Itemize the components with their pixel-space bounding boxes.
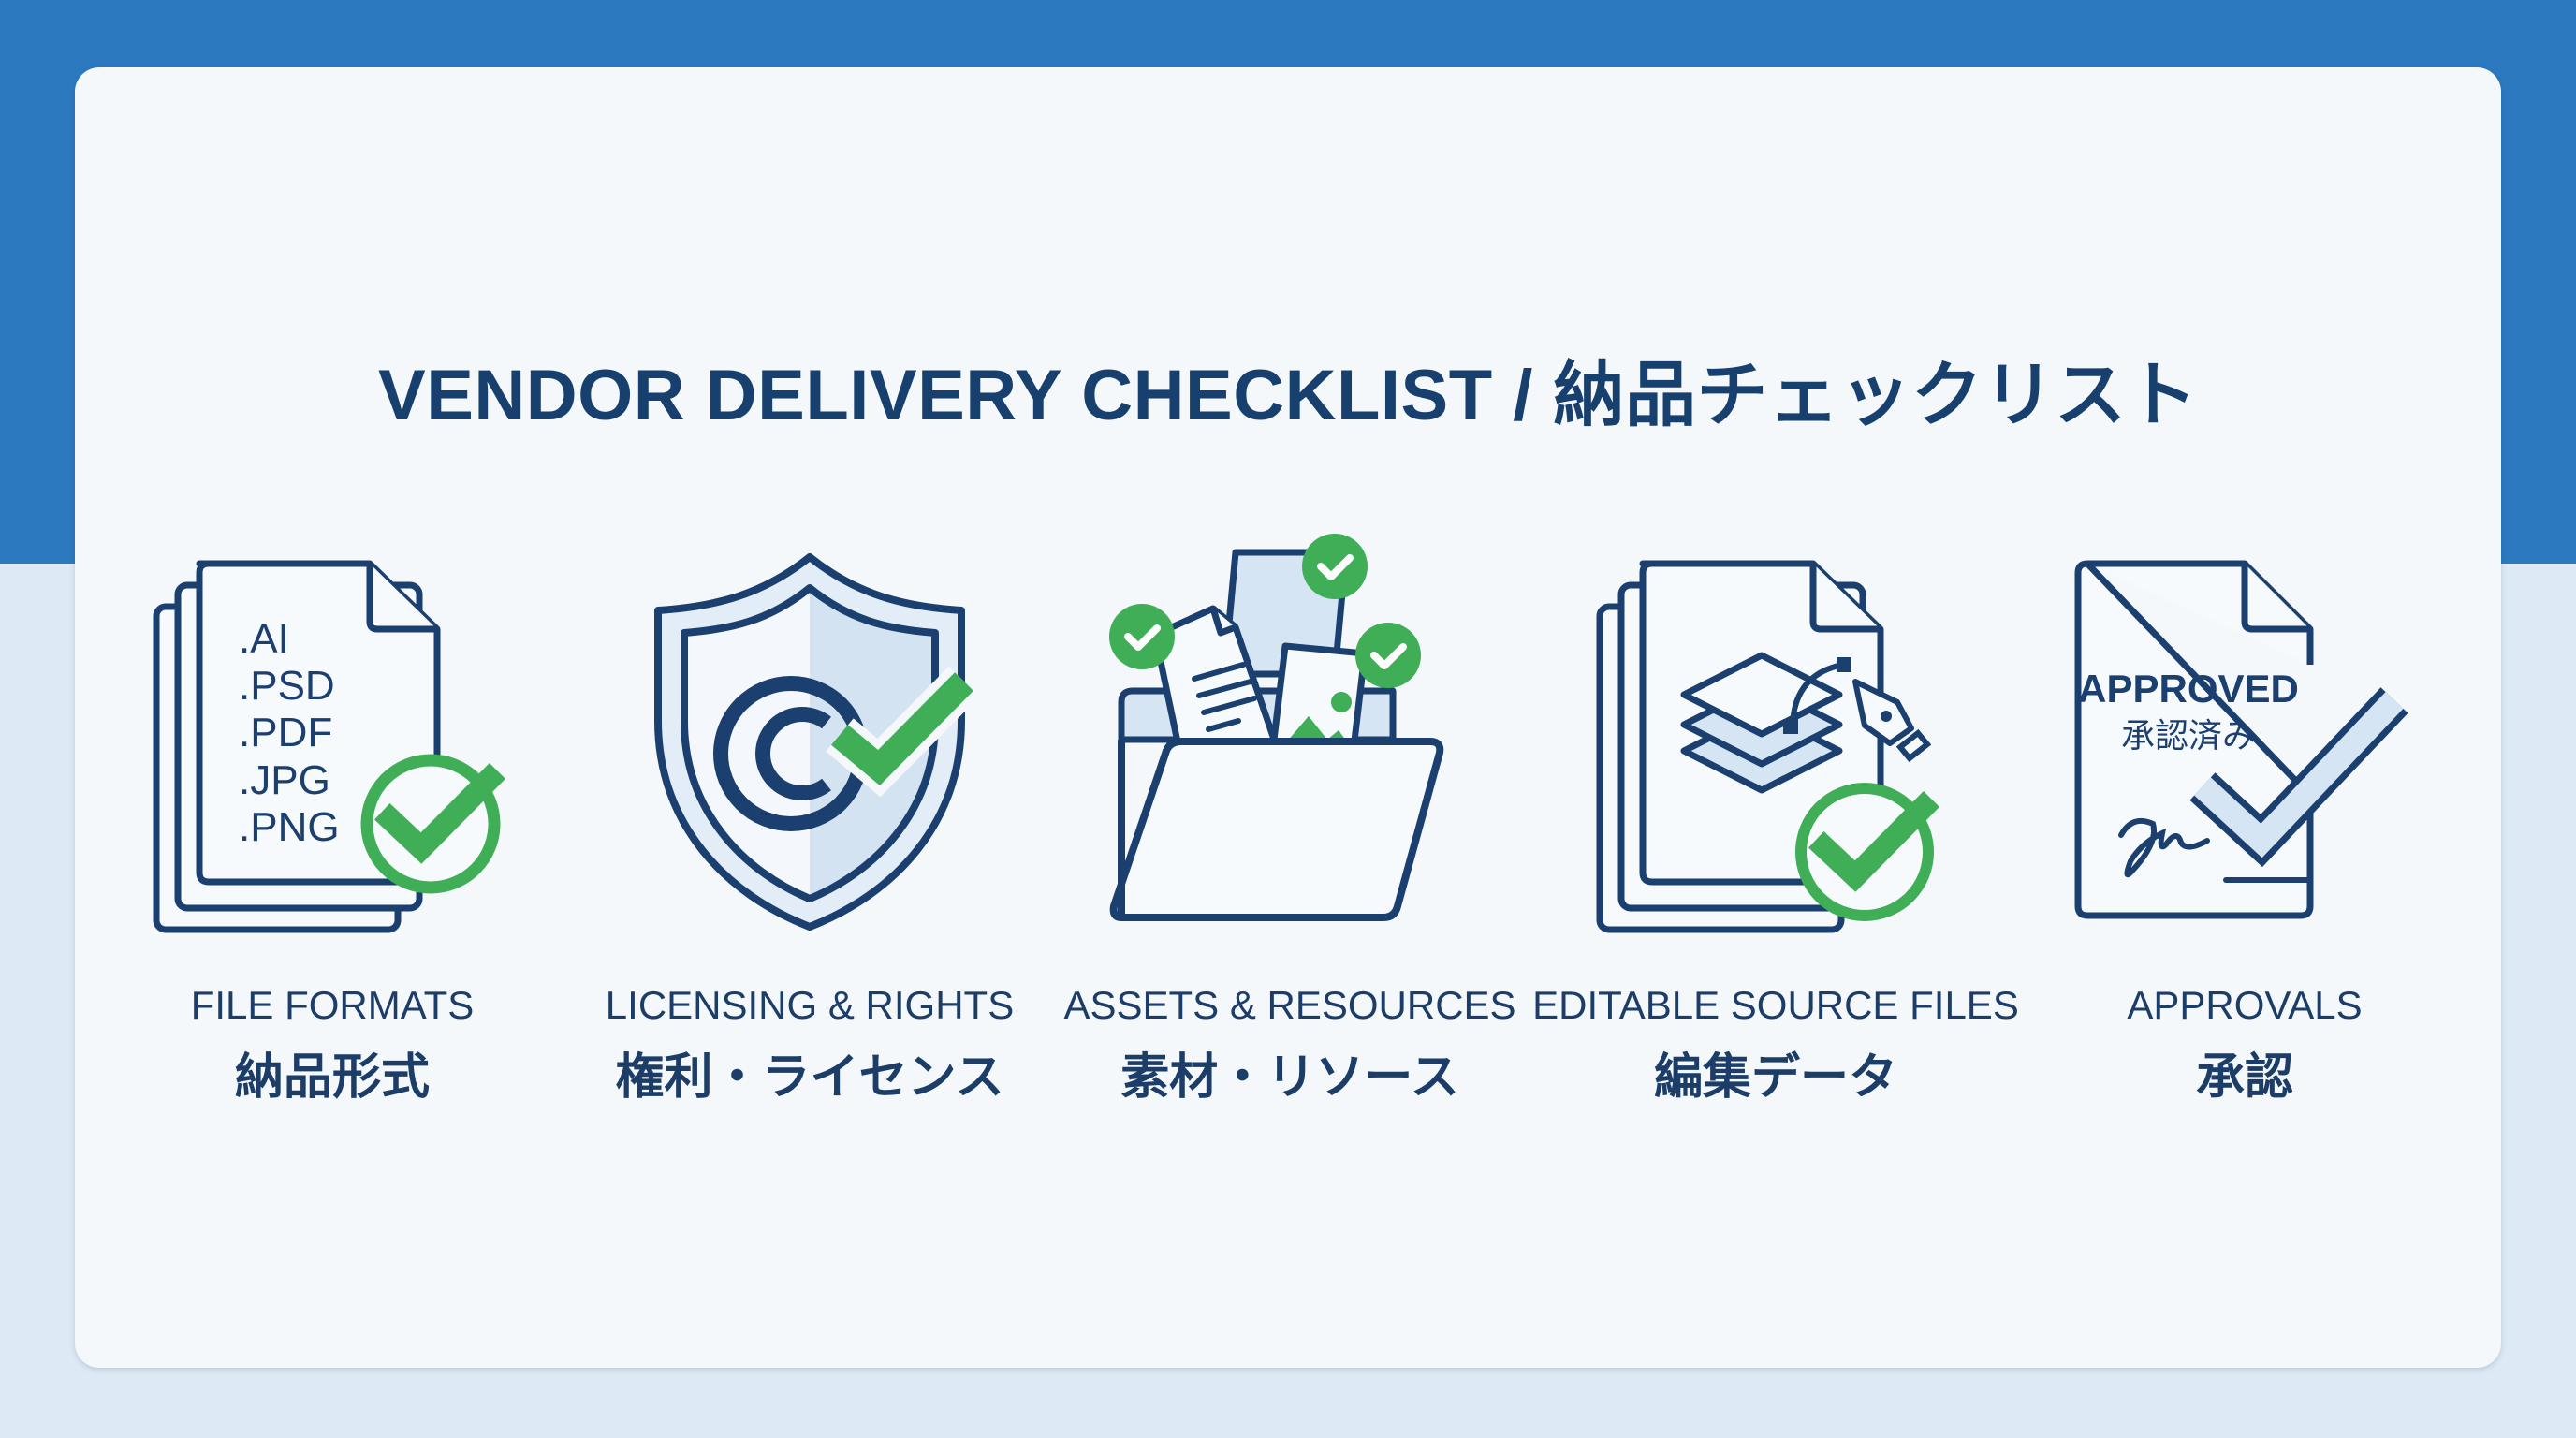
format-psd: .PSD bbox=[239, 663, 335, 709]
item-label-en: ASSETS & RESOURCES bbox=[1063, 983, 1516, 1027]
approved-stamp-en: APPROVED bbox=[2078, 667, 2299, 711]
checklist-item-file-formats: .AI .PSD .PDF .JPG .PNG FILE FORMATS 納品形… bbox=[89, 543, 576, 1105]
item-label-en: FILE FORMATS bbox=[190, 983, 475, 1027]
approved-stamp-ja: 承認済み bbox=[2121, 717, 2256, 756]
check-circle-icon bbox=[360, 754, 505, 894]
signature-icon bbox=[2118, 818, 2313, 883]
approved-document-icon: APPROVED 承認済み bbox=[2074, 560, 2408, 919]
layers-icon bbox=[1680, 652, 1843, 794]
check-circle-icon bbox=[1795, 783, 1939, 921]
page-title: VENDOR DELIVERY CHECKLIST / 納品チェックリスト bbox=[378, 356, 2198, 435]
check-badge-icon bbox=[1109, 534, 1421, 688]
item-label-en: LICENSING & RIGHTS bbox=[605, 983, 1015, 1027]
editable-source-files-icon bbox=[1596, 560, 1939, 933]
checklist-item-approvals: APPROVED 承認済み APPROVALS 承認 bbox=[2001, 543, 2488, 1105]
assets-folder-icon bbox=[1109, 534, 1444, 921]
checklist-item-editable-source: EDITABLE SOURCE FILES 編集データ bbox=[1532, 543, 2019, 1105]
file-formats-stack-icon: .AI .PSD .PDF .JPG .PNG bbox=[153, 560, 505, 933]
checklist-item-assets: ASSETS & RESOURCES 素材・リソース bbox=[1046, 534, 1533, 1105]
item-label-en: APPROVALS bbox=[2127, 983, 2363, 1027]
item-label-ja: 納品形式 bbox=[234, 1050, 430, 1105]
pen-tool-icon bbox=[1783, 657, 1932, 763]
big-check-icon bbox=[2189, 687, 2408, 868]
format-pdf: .PDF bbox=[239, 710, 332, 756]
format-jpg: .JPG bbox=[239, 757, 330, 803]
item-label-ja: 承認 bbox=[2195, 1050, 2293, 1105]
item-label-en: EDITABLE SOURCE FILES bbox=[1532, 983, 2019, 1027]
copyright-shield-icon bbox=[654, 553, 980, 931]
checklist-item-licensing: LICENSING & RIGHTS 権利・ライセンス bbox=[566, 543, 1053, 1105]
item-label-ja: 権利・ライセンス bbox=[615, 1050, 1004, 1105]
item-label-ja: 素材・リソース bbox=[1120, 1050, 1459, 1105]
check-icon bbox=[826, 666, 980, 798]
format-png: .PNG bbox=[239, 804, 340, 850]
format-ai: .AI bbox=[239, 616, 289, 662]
item-label-ja: 編集データ bbox=[1653, 1050, 1897, 1105]
